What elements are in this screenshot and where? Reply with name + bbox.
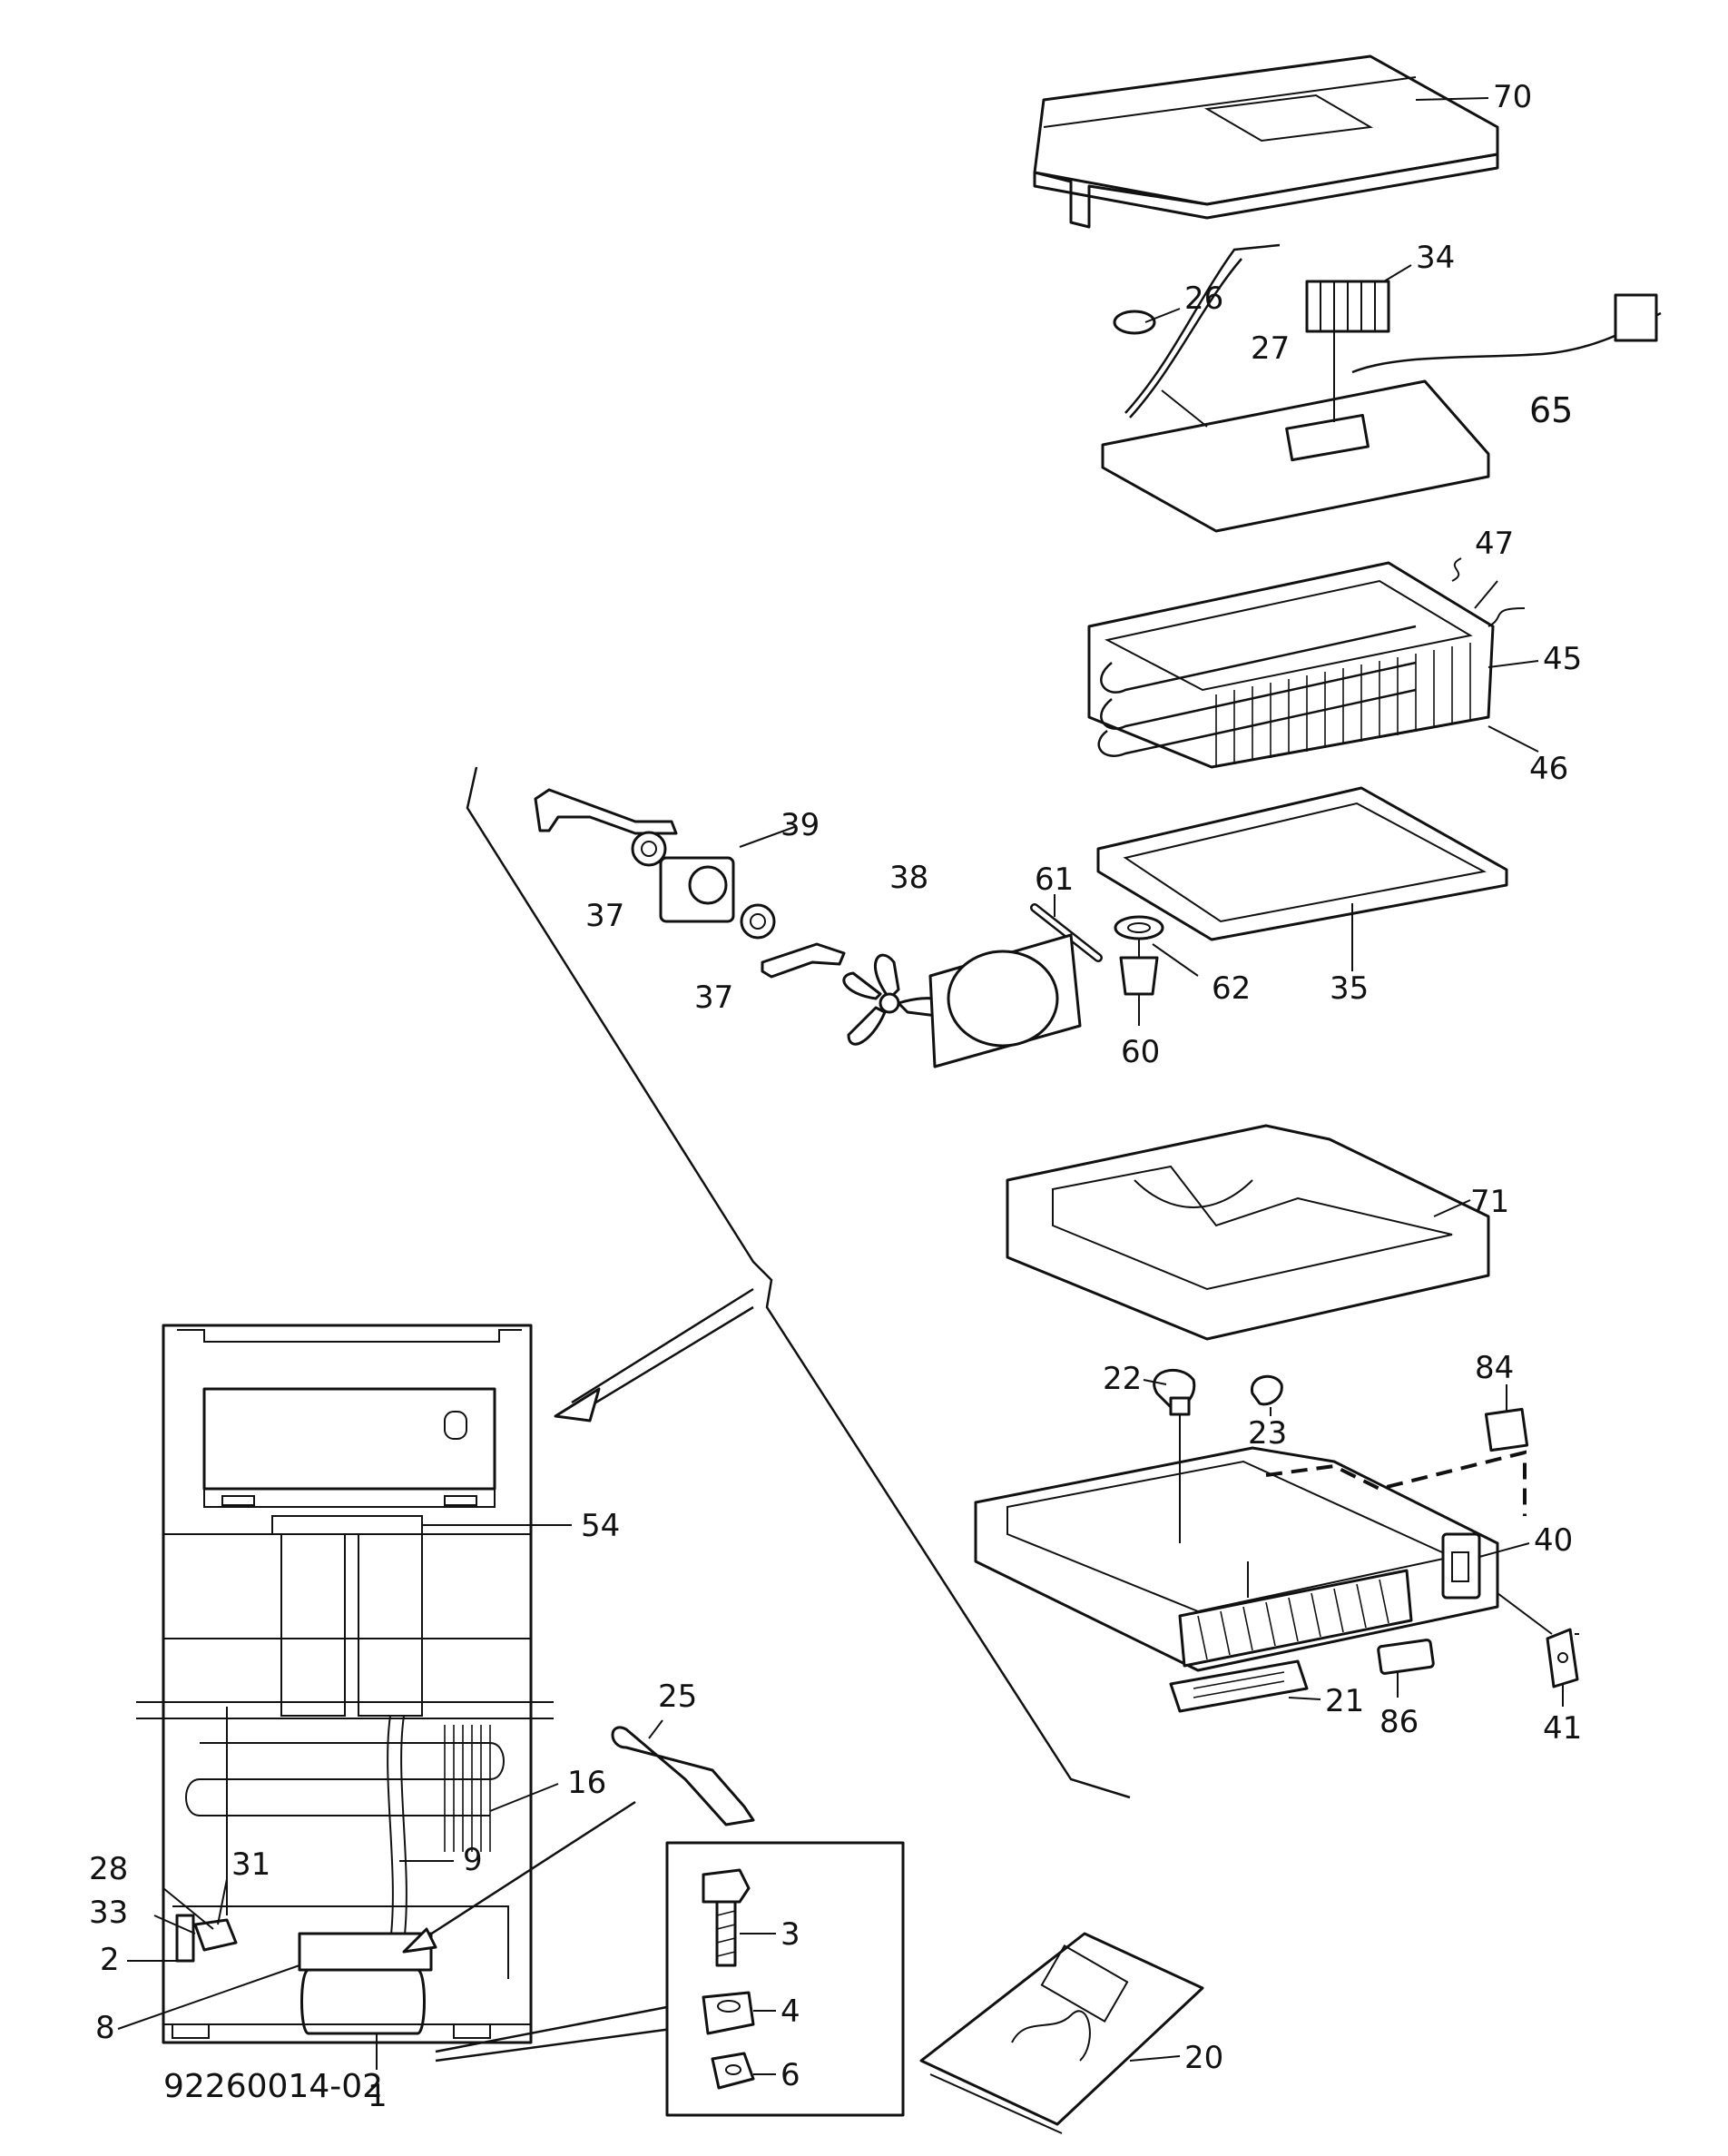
fan-assembly: [534, 788, 1082, 1068]
part-70-top-cover: [1033, 54, 1499, 229]
callout-6: 6: [781, 2057, 800, 2093]
detail-boundary-line: [466, 766, 1131, 1799]
callout-38: 38: [889, 860, 928, 896]
pointer-arrows: [402, 1287, 754, 2062]
callout-2: 2: [100, 1942, 120, 1978]
part-20-manual: [919, 1932, 1204, 2134]
callout-41: 41: [1543, 1710, 1582, 1747]
control-plate-assembly: [1101, 243, 1662, 533]
callout-33: 33: [89, 1895, 128, 1931]
callout-22: 22: [1103, 1361, 1142, 1397]
hardware-box: [665, 1841, 905, 2117]
part-25-nozzle: [611, 1726, 755, 1826]
callout-47: 47: [1475, 526, 1514, 562]
leader-lines: [117, 97, 1579, 2075]
callout-23: 23: [1248, 1415, 1287, 1452]
callout-62: 62: [1212, 970, 1251, 1007]
callout-46: 46: [1529, 751, 1568, 787]
callout-34: 34: [1416, 240, 1455, 276]
callout-39: 39: [781, 807, 820, 843]
callout-3: 3: [781, 1916, 800, 1953]
callout-35: 35: [1330, 970, 1369, 1007]
callout-8: 8: [95, 2010, 115, 2046]
callout-86: 86: [1379, 1704, 1419, 1740]
callout-61: 61: [1035, 861, 1074, 898]
callout-26: 26: [1184, 281, 1223, 317]
drain-assembly: [1030, 903, 1164, 996]
callout-31: 31: [231, 1846, 270, 1883]
document-code: 92260014-02: [163, 2068, 383, 2105]
callout-37-upper: 37: [585, 898, 624, 934]
callout-28: 28: [89, 1851, 128, 1887]
callout-9: 9: [463, 1842, 483, 1878]
fridge-back-view: [136, 1324, 554, 2044]
callout-54: 54: [581, 1508, 620, 1544]
callout-4: 4: [781, 1994, 800, 2030]
evaporator-assembly: [1087, 557, 1526, 769]
callout-70: 70: [1493, 79, 1532, 115]
light-housing-assembly: [974, 1368, 1579, 1713]
callout-1: 1: [368, 2078, 388, 2114]
part-71-housing: [1006, 1124, 1490, 1341]
callout-45: 45: [1543, 641, 1582, 677]
callout-60: 60: [1121, 1034, 1160, 1070]
callout-65: 65: [1529, 390, 1573, 430]
callout-40: 40: [1534, 1522, 1573, 1559]
part-35-drip-tray: [1096, 786, 1508, 941]
callout-21: 21: [1325, 1683, 1364, 1719]
callout-25: 25: [658, 1679, 697, 1715]
callout-labels: 70 34 26 27 65 47 45 46 39 38 37 37 61 6…: [89, 79, 1582, 2114]
callout-20: 20: [1184, 2040, 1223, 2076]
callout-27: 27: [1251, 330, 1290, 367]
callout-16: 16: [567, 1765, 606, 1801]
callout-84: 84: [1475, 1350, 1514, 1386]
callout-71: 71: [1470, 1184, 1509, 1220]
callout-37-lower: 37: [694, 980, 733, 1016]
